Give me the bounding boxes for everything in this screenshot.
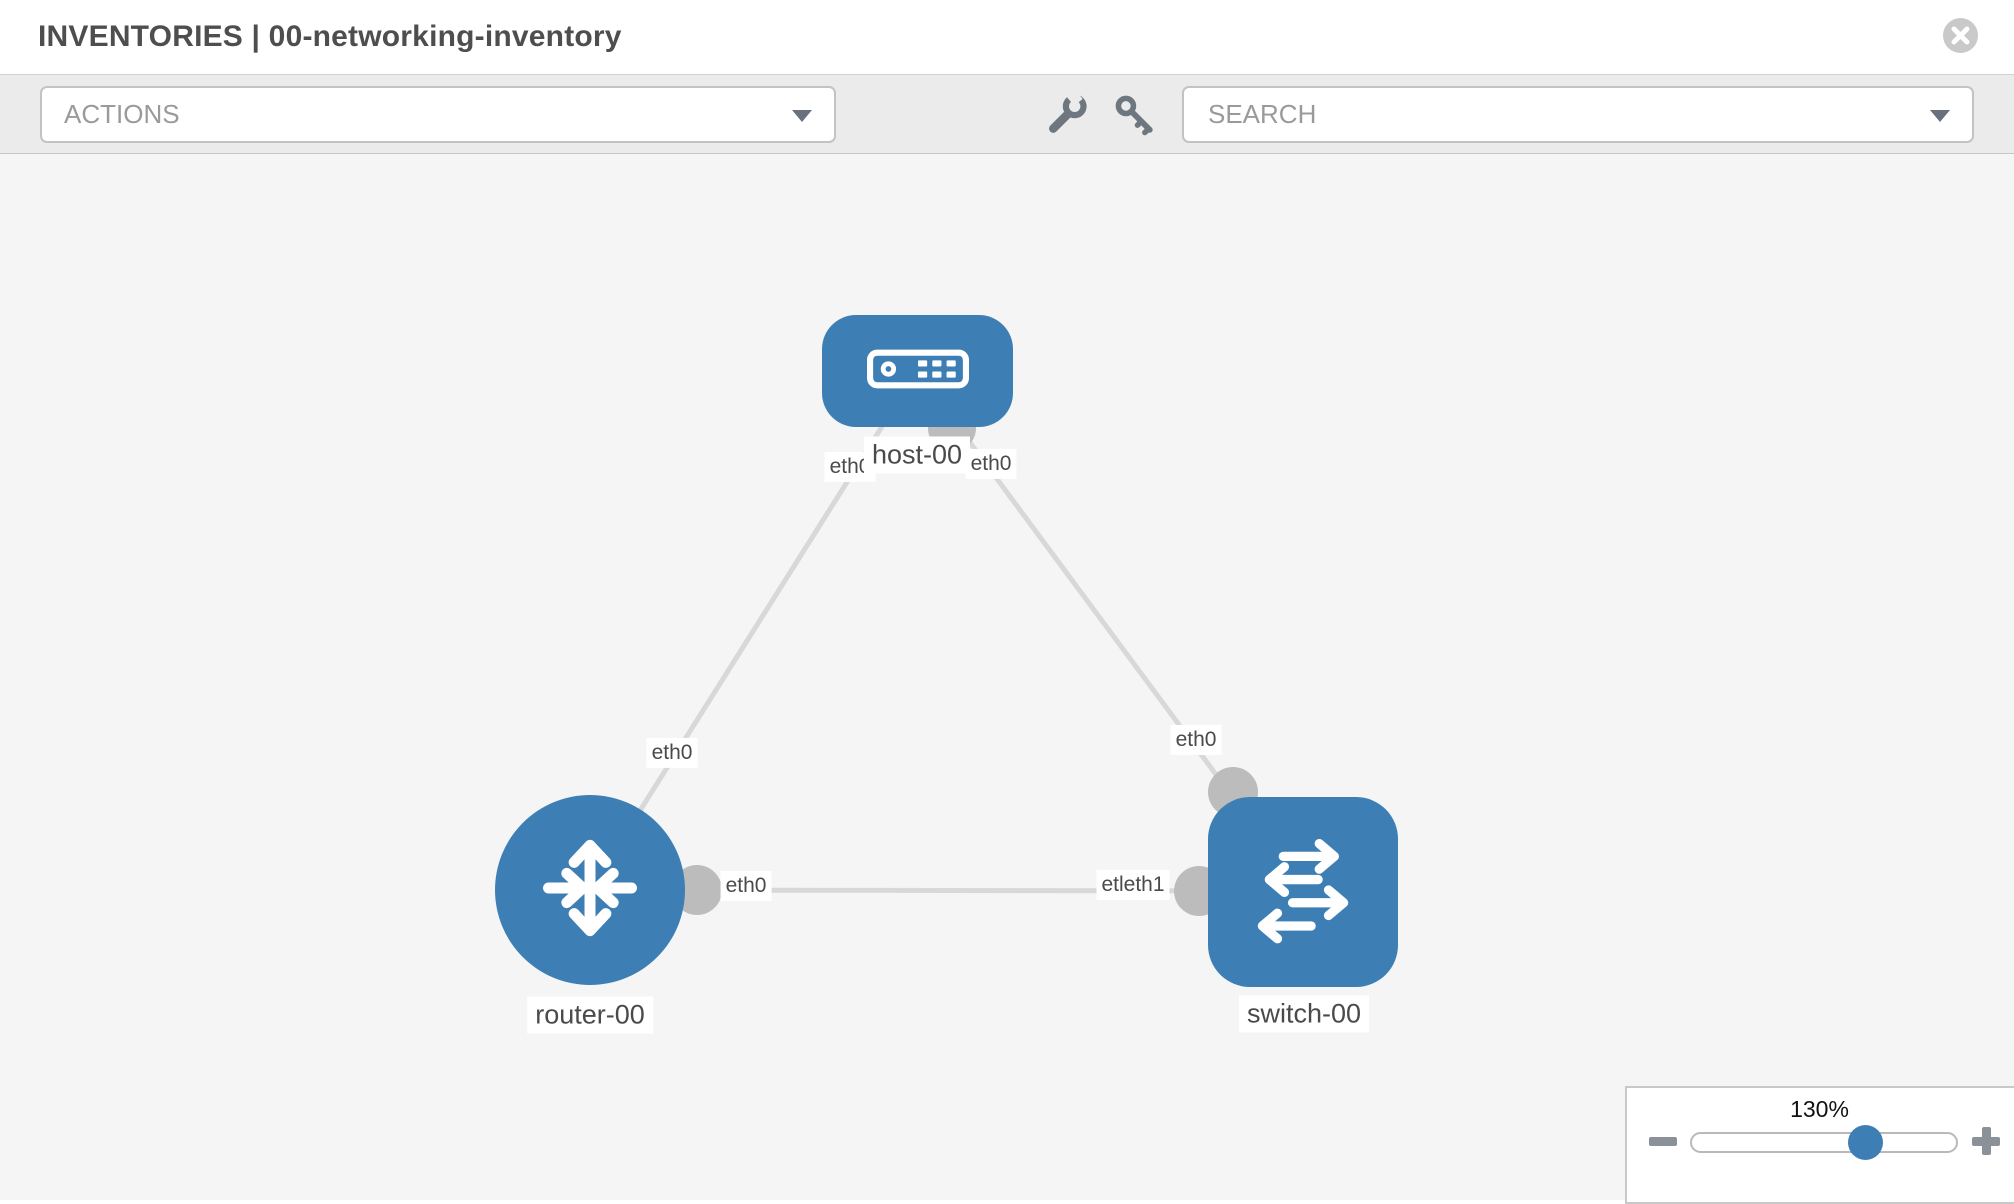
node-router-00[interactable] bbox=[495, 795, 685, 985]
iface-label-router-eth0-uplink: eth0 bbox=[646, 737, 698, 769]
close-button[interactable] bbox=[1943, 18, 1978, 53]
node-switch-00[interactable] bbox=[1208, 797, 1398, 987]
port-connectors bbox=[672, 404, 1258, 916]
zoom-out-button[interactable] bbox=[1649, 1137, 1677, 1146]
search-dropdown[interactable] bbox=[1182, 86, 1974, 143]
zoom-slider-thumb[interactable] bbox=[1848, 1125, 1883, 1160]
iface-label-switch-eth0-uplink: eth0 bbox=[1170, 724, 1222, 756]
switch-arrows-icon bbox=[1245, 832, 1361, 953]
iface-label-switch-eth1: etleth1 bbox=[1096, 869, 1170, 901]
key-icon bbox=[1112, 95, 1156, 139]
router-arrows-icon bbox=[529, 827, 651, 954]
iface-label-host-eth0-right: eth0 bbox=[965, 448, 1017, 480]
chevron-down-icon bbox=[792, 109, 812, 122]
links-layer bbox=[587, 369, 1306, 916]
zoom-in-button[interactable] bbox=[1971, 1126, 2001, 1156]
node-host-00[interactable] bbox=[822, 315, 1013, 427]
node-label-router: router-00 bbox=[527, 996, 653, 1034]
zoom-panel: 130% bbox=[1625, 1086, 2014, 1204]
search-input[interactable] bbox=[1206, 98, 1850, 131]
server-icon bbox=[866, 349, 969, 394]
chevron-down-icon bbox=[1930, 109, 1950, 122]
zoom-slider-track[interactable] bbox=[1690, 1125, 1958, 1160]
page-title: INVENTORIES | 00-networking-inventory bbox=[38, 20, 622, 53]
actions-dropdown-label: ACTIONS bbox=[64, 99, 180, 129]
circle-x-icon bbox=[1943, 18, 1978, 56]
node-label-host: host-00 bbox=[863, 436, 971, 474]
topology-canvas[interactable]: host-00 router-00 switch-00 eth0 eth0 et… bbox=[0, 154, 2014, 1204]
link-router-switch bbox=[589, 887, 1304, 894]
toolbar: ACTIONS bbox=[0, 75, 2014, 154]
node-label-switch: switch-00 bbox=[1238, 995, 1370, 1033]
wrench-icon bbox=[1045, 89, 1089, 139]
page-header: INVENTORIES | 00-networking-inventory bbox=[0, 0, 2014, 75]
iface-label-router-eth0: eth0 bbox=[720, 870, 772, 902]
configure-button[interactable] bbox=[1045, 89, 1089, 139]
credentials-button[interactable] bbox=[1112, 92, 1156, 136]
actions-dropdown[interactable]: ACTIONS bbox=[40, 86, 836, 143]
zoom-level-value: 130% bbox=[1790, 1096, 1849, 1122]
